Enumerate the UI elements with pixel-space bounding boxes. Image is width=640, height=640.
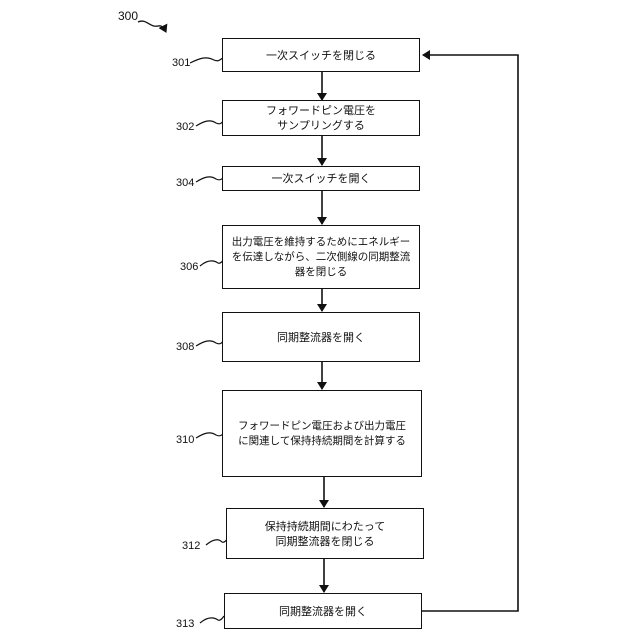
step-box-312: 保持持続期間にわたって 同期整流器を閉じる [226,508,424,559]
step-text-308: 同期整流器を開く [277,330,365,345]
step-box-306: 出力電圧を維持するためにエネルギー を伝達しながら、二次側線の同期整流 器を閉じ… [222,225,420,289]
leader-313 [200,616,224,623]
step-text-313: 同期整流器を開く [279,604,367,619]
leader-306 [200,259,224,266]
step-box-304: 一次スイッチを開く [222,166,420,191]
step-text-304: 一次スイッチを開く [272,171,371,186]
step-text-302: フォワードピン電圧を サンプリングする [266,103,376,133]
leader-310 [196,433,224,438]
step-text-312: 保持持続期間にわたって 同期整流器を閉じる [265,519,385,549]
ref-308: 308 [176,341,194,353]
ref-313: 313 [176,618,194,630]
step-box-313: 同期整流器を開く [224,593,422,629]
leader-302 [196,120,224,126]
step-text-301: 一次スイッチを閉じる [266,48,376,63]
ref-301: 301 [172,57,190,69]
leader-312 [206,538,228,545]
step-box-301: 一次スイッチを閉じる [222,38,420,72]
leader-301 [190,57,224,63]
figure-pointer-arrow [138,21,166,32]
figure-number: 300 [118,9,138,23]
ref-310: 310 [176,434,194,446]
leader-304 [196,177,224,182]
ref-312: 312 [182,540,200,552]
ref-306: 306 [180,261,198,273]
ref-302: 302 [176,121,194,133]
step-box-302: フォワードピン電圧を サンプリングする [222,100,420,136]
step-text-310: フォワードピン電圧および出力電圧 に関連して保持持続期間を計算する [238,419,406,449]
loop-back-arrow [422,55,518,611]
leader-308 [196,340,224,346]
step-box-310: フォワードピン電圧および出力電圧 に関連して保持持続期間を計算する [222,390,422,477]
step-box-308: 同期整流器を開く [222,312,420,362]
step-text-306: 出力電圧を維持するためにエネルギー を伝達しながら、二次側線の同期整流 器を閉じ… [232,235,411,280]
ref-304: 304 [176,177,194,189]
